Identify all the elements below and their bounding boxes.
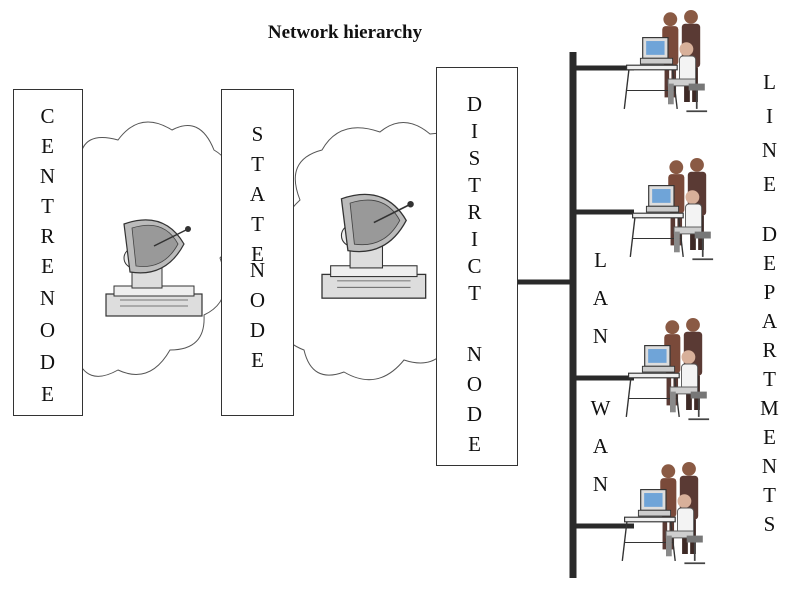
state-node-text-2: NODE [245,258,270,378]
wan-label: WAN [586,396,614,510]
state-node-label-bottom: NODE [240,258,274,378]
line-label: LINE [755,70,783,206]
district-node-label-top: DISTRICT [457,92,491,308]
workstation-icon [623,9,708,113]
line-text: LINE [757,70,782,206]
centre-node-text: CENTRE [35,104,60,284]
workstation-icon [629,157,714,261]
workstation-icon [621,461,706,565]
centre-node-text-2: NODE [35,286,60,414]
lan-text: LAN [588,248,613,362]
district-node-label-bottom: NODE [457,342,491,462]
lan-label: LAN [586,248,614,362]
departments-label: DEPARTMENTS [755,222,783,541]
district-node-box [436,67,518,466]
district-node-text-2: NODE [462,342,487,462]
district-node-text: DISTRICT [462,92,487,308]
centre-node-label-bottom: NODE [30,286,64,414]
centre-node-box [13,89,83,416]
centre-node-label-top: CENTRE [30,104,64,284]
workstation-icon [625,317,710,421]
departments-text: DEPARTMENTS [757,222,782,541]
state-node-label-top: STATE [240,122,274,272]
state-node-text: STATE [245,122,270,272]
state-node-box [221,89,294,416]
diagram-title: Network hierarchy [267,22,423,43]
wan-text: WAN [588,396,613,510]
